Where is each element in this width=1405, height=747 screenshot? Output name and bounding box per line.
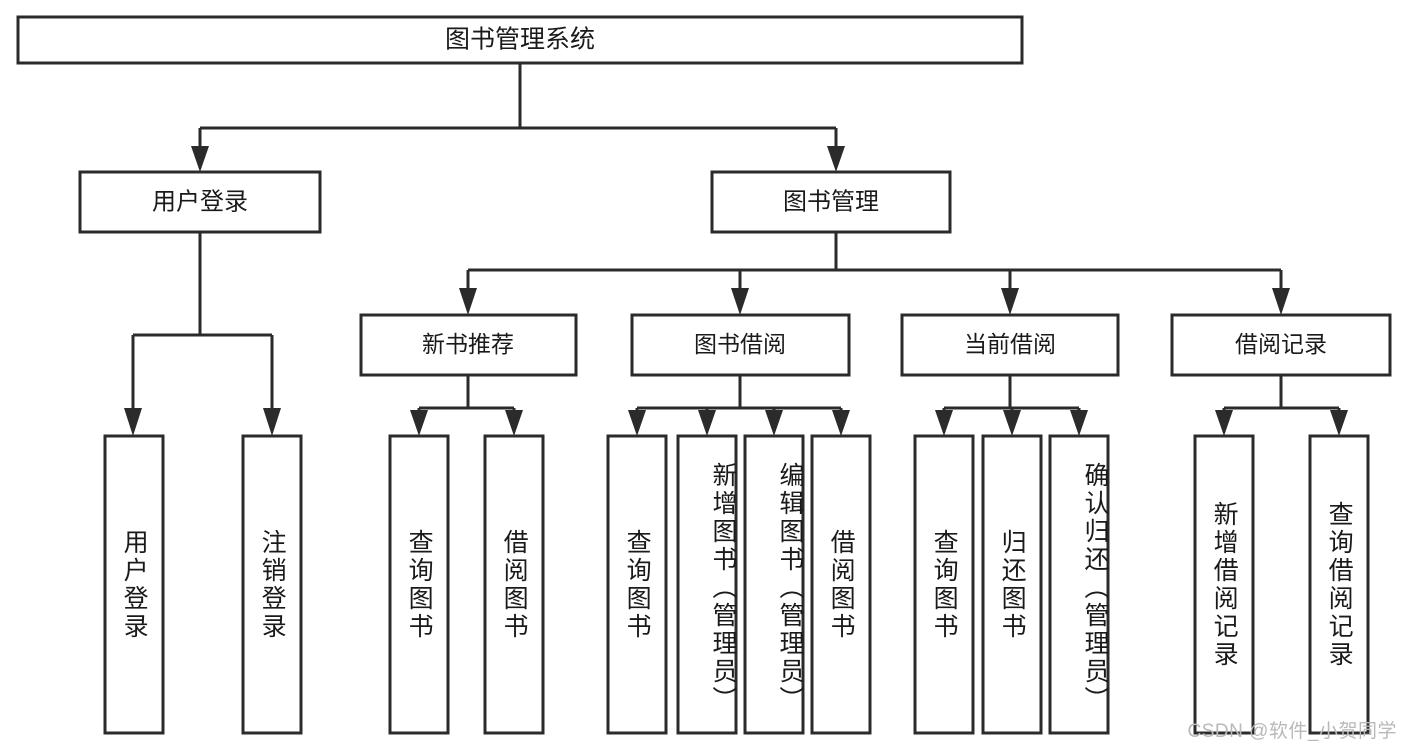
node-new-book-recommend-label: 新书推荐 xyxy=(422,331,514,357)
arrow-head-leaf-2 xyxy=(263,408,281,436)
leaf-box-6[interactable] xyxy=(676,434,738,735)
leaf-box-4[interactable] xyxy=(483,434,545,735)
leaf-label-add-book-admin: 新增图书（管理员） xyxy=(709,461,737,714)
leaf-label-query-book-a: 查询图书 xyxy=(405,528,434,641)
leaf-label-edit-book-admin: 编辑图书（管理员） xyxy=(776,461,804,714)
leaf-box-12[interactable] xyxy=(1193,434,1255,735)
node-new-book-recommend-box[interactable] xyxy=(359,313,578,377)
arrow-head-leaf-6 xyxy=(698,410,716,436)
leaf-label-query-book-c: 查询图书 xyxy=(930,528,959,641)
leaf-box-2[interactable] xyxy=(241,434,303,735)
leaf-box-3[interactable] xyxy=(388,434,450,735)
leaf-label-query-record: 查询借阅记录 xyxy=(1325,500,1354,669)
arrow-head-leaf-10 xyxy=(1003,410,1021,436)
leaf-label-query-book-b: 查询图书 xyxy=(623,528,652,641)
leaf-boxes xyxy=(103,434,1370,735)
leaf-box-9[interactable] xyxy=(913,434,975,735)
node-current-borrow-box[interactable] xyxy=(900,313,1120,377)
arrow-head-leaf-12 xyxy=(1215,410,1233,436)
leaf-label-logout: 注销登录 xyxy=(258,528,287,641)
node-borrow-record[interactable]: 借阅记录 xyxy=(1170,313,1392,377)
arrow-head-leaf-3 xyxy=(410,410,428,436)
leaf-box-10[interactable] xyxy=(981,434,1043,735)
leaf-label-user-login: 用户登录 xyxy=(120,528,149,641)
arrow-head-borrow xyxy=(731,288,749,315)
node-book-manage-label: 图书管理 xyxy=(783,188,879,215)
csdn-watermark: CSDN @软件_小贺同学 xyxy=(1187,721,1397,742)
node-borrow-record-box[interactable] xyxy=(1170,313,1392,377)
node-user-login-label: 用户登录 xyxy=(152,188,248,215)
node-book-borrow-box[interactable] xyxy=(630,313,851,377)
leaf-label-borrow-book-a: 借阅图书 xyxy=(500,528,529,641)
arrow-head-leaf-1 xyxy=(124,408,142,436)
arrow-head-leaf-8 xyxy=(832,410,850,436)
arrow-head-leaf-13 xyxy=(1330,410,1348,436)
node-user-login-box[interactable] xyxy=(78,170,322,234)
leaf-box-8[interactable] xyxy=(810,434,872,735)
leaf-box-5[interactable] xyxy=(606,434,668,735)
arrow-head-book-manage xyxy=(827,146,845,172)
arrow-head-leaf-7 xyxy=(765,410,783,436)
connectors xyxy=(124,63,1348,436)
node-root-box[interactable] xyxy=(16,15,1024,65)
leaf-box-7[interactable] xyxy=(743,434,805,735)
arrow-head-leaf-9 xyxy=(935,410,953,436)
arrow-head-user-login xyxy=(191,146,209,172)
leaf-box-11[interactable] xyxy=(1048,434,1110,735)
arrow-head-leaf-5 xyxy=(628,410,646,436)
node-book-manage[interactable]: 图书管理 xyxy=(710,170,952,234)
leaf-label-borrow-book-b: 借阅图书 xyxy=(827,528,856,641)
node-current-borrow[interactable]: 当前借阅 xyxy=(900,313,1120,377)
leaf-box-1[interactable] xyxy=(103,434,165,735)
node-root-label: 图书管理系统 xyxy=(445,26,595,54)
arrow-head-leaf-4 xyxy=(505,410,523,436)
node-new-book-recommend[interactable]: 新书推荐 xyxy=(359,313,578,377)
node-borrow-record-label: 借阅记录 xyxy=(1235,331,1327,357)
node-book-borrow[interactable]: 图书借阅 xyxy=(630,313,851,377)
node-root[interactable]: 图书管理系统 xyxy=(16,15,1024,65)
leaf-label-return-book: 归还图书 xyxy=(998,528,1027,641)
arrow-head-record xyxy=(1272,288,1290,315)
leaf-label-confirm-return-admin: 确认归还（管理员） xyxy=(1081,461,1109,714)
arrow-head-newbook xyxy=(459,288,477,315)
leaf-box-13[interactable] xyxy=(1308,434,1370,735)
node-user-login[interactable]: 用户登录 xyxy=(78,170,322,234)
node-current-borrow-label: 当前借阅 xyxy=(964,331,1056,357)
node-book-manage-box[interactable] xyxy=(710,170,952,234)
arrow-head-current xyxy=(1001,288,1019,315)
leaf-label-add-record: 新增借阅记录 xyxy=(1210,500,1239,669)
node-book-borrow-label: 图书借阅 xyxy=(694,331,786,357)
arrow-head-leaf-11 xyxy=(1070,410,1088,436)
